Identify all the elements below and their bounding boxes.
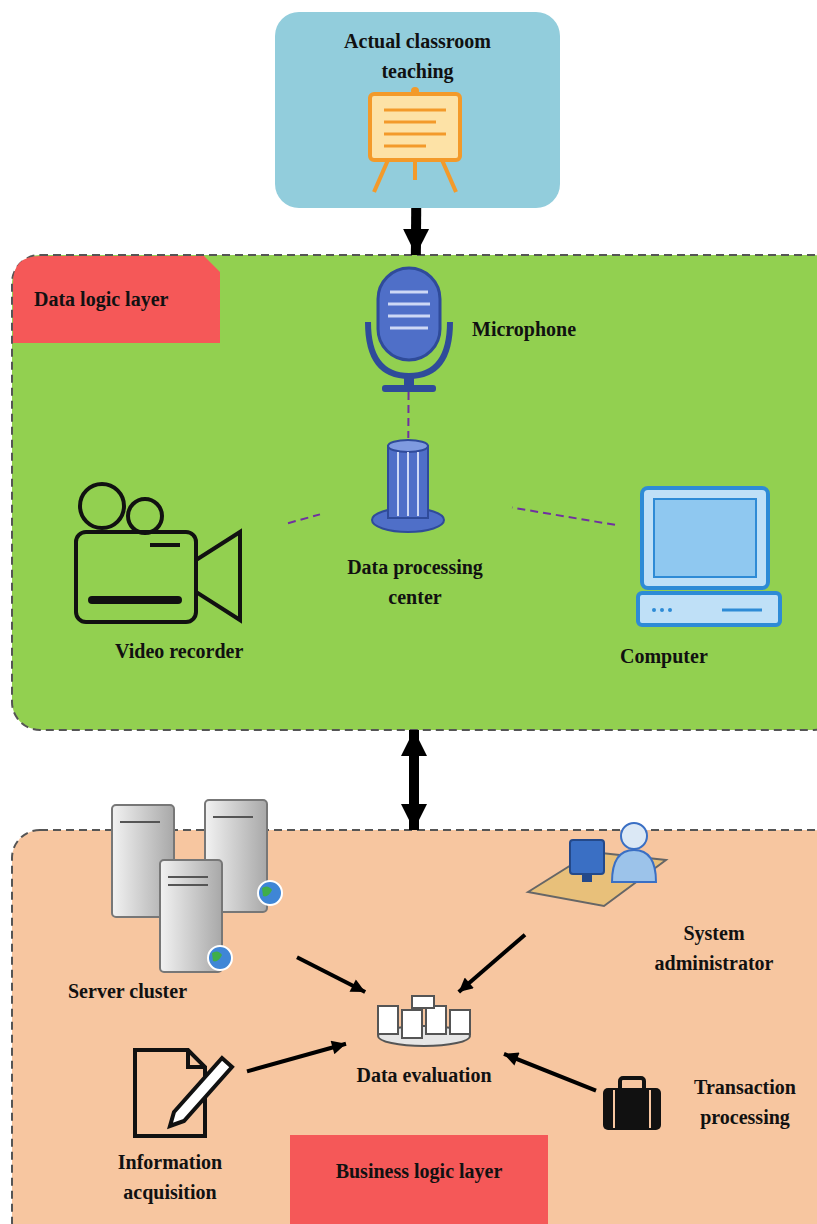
- text-slot: Microphone: [472, 314, 576, 344]
- text-slot: Computer: [620, 641, 708, 671]
- node-label: Business logic layer: [290, 1156, 548, 1186]
- device-node: Video recorder: [68, 478, 288, 670]
- node-label: Video recorder: [115, 636, 243, 666]
- text-slot: Information acquisition: [95, 1147, 245, 1207]
- server-cluster-icon: [112, 800, 282, 972]
- text-slot: Data processing center: [320, 552, 510, 612]
- text-slot: System administrator: [643, 918, 785, 978]
- flow-arrow: [459, 935, 525, 992]
- flow-arrow: [409, 730, 419, 830]
- text-slot: Video recorder: [115, 636, 243, 666]
- document-icon: [135, 1050, 232, 1136]
- layer-tab: [290, 1135, 548, 1224]
- node-label: Actual classroom teaching: [315, 26, 520, 86]
- text-slot: Business logic layer: [290, 1156, 548, 1186]
- text-slot: Data evaluation: [346, 1060, 502, 1090]
- microphone-icon: [368, 268, 450, 392]
- node-label: System administrator: [643, 918, 785, 978]
- service-node: System administrator: [525, 818, 790, 982]
- device-node: Computer: [615, 483, 785, 673]
- text-slot: Server cluster: [68, 976, 187, 1006]
- text-slot: Transaction processing: [684, 1072, 806, 1132]
- node-label: Microphone: [472, 314, 576, 344]
- dashed-link: [407, 392, 409, 438]
- flow-arrow: [504, 1054, 596, 1091]
- administrator-icon: [528, 823, 666, 906]
- flow-arrow: [411, 208, 421, 255]
- classroom-panel: [275, 12, 560, 208]
- dashed-link: [512, 508, 615, 525]
- service-node: Server cluster: [62, 795, 297, 1008]
- flow-arrow: [247, 1044, 346, 1072]
- data-evaluation-icon: [378, 996, 470, 1046]
- text-slot: Data logic layer: [34, 284, 168, 314]
- classroom-box: Actual classroom teaching: [275, 12, 560, 208]
- node-label: Transaction processing: [684, 1072, 806, 1132]
- device-node: Data processing center: [320, 438, 512, 614]
- layer-band: Server cluster System administratorData e…: [12, 830, 817, 1224]
- layer-panel: [12, 255, 817, 730]
- server-tower-icon: [372, 440, 444, 532]
- node-label: Data logic layer: [34, 284, 168, 314]
- text-slot: Actual classroom teaching: [315, 26, 520, 86]
- node-label: Information acquisition: [95, 1147, 245, 1207]
- layer-band: MicrophoneData processing centerVideo re…: [12, 255, 817, 730]
- node-label: Server cluster: [68, 976, 187, 1006]
- service-node: Information acquisition: [95, 1033, 247, 1211]
- node-label: Computer: [620, 641, 708, 671]
- service-node: Data evaluation: [346, 992, 504, 1092]
- computer-icon: [638, 488, 780, 625]
- dashed-link: [288, 514, 320, 523]
- node-label: Data evaluation: [346, 1060, 502, 1090]
- flow-arrow: [297, 957, 365, 992]
- layer-tab: [13, 256, 220, 343]
- video-camera-icon: [76, 484, 240, 622]
- node-label: Data processing center: [320, 552, 510, 612]
- service-node: Transaction processing: [596, 1068, 812, 1138]
- easel-icon: [370, 87, 460, 192]
- briefcase-icon: [603, 1078, 661, 1130]
- device-node: Microphone: [365, 262, 615, 392]
